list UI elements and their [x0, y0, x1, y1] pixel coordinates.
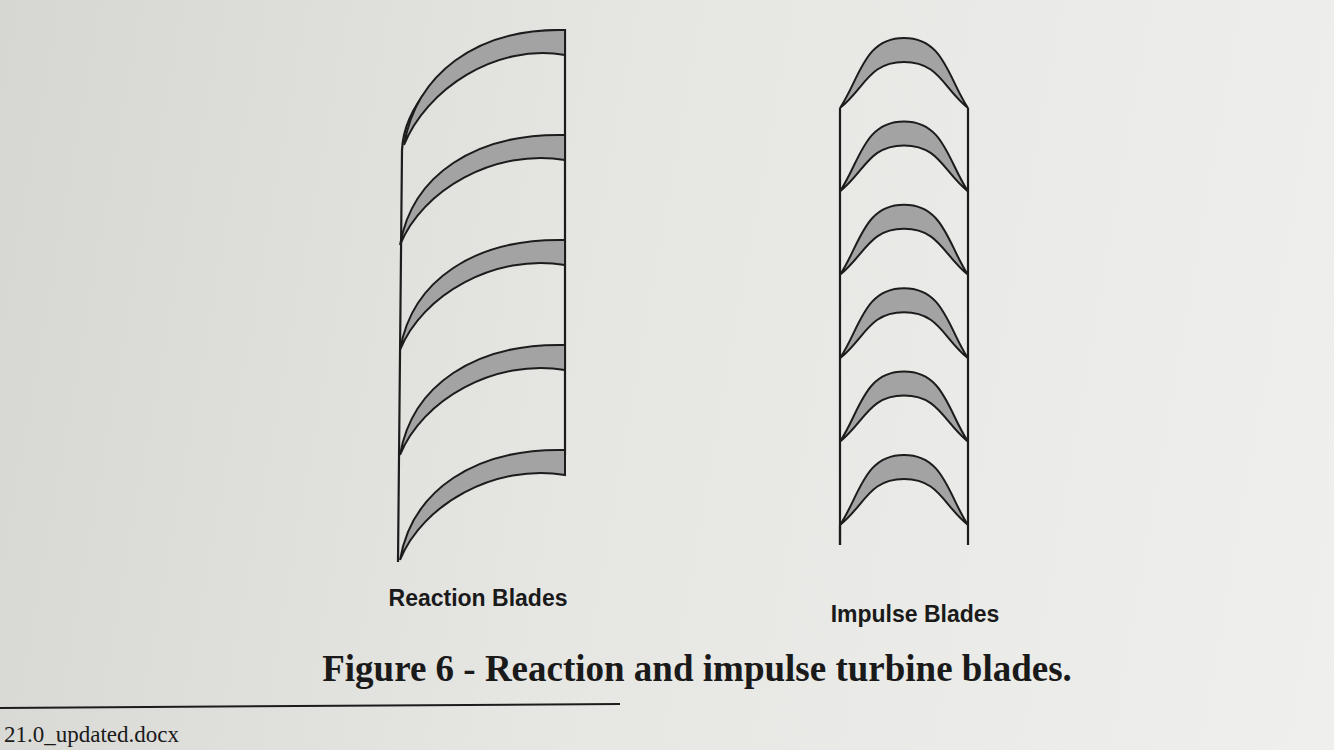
reaction-blade	[400, 135, 565, 245]
reaction-blade	[400, 450, 565, 560]
figure-caption: Figure 6 - Reaction and impulse turbine …	[322, 647, 1072, 690]
impulse-blade	[840, 38, 968, 108]
impulse-blade	[840, 288, 968, 358]
reaction-blade	[400, 345, 565, 455]
reaction-blade	[400, 240, 565, 350]
impulse-blade	[840, 455, 968, 525]
reaction-blades	[398, 30, 565, 562]
reaction-blade	[404, 30, 565, 145]
part-label: Impulse Blades	[831, 601, 1000, 628]
impulse-blade	[840, 121, 968, 191]
impulse-blade	[840, 205, 968, 275]
impulse-blade	[840, 372, 968, 442]
part-label: Reaction Blades	[389, 585, 568, 612]
footer-rule	[0, 704, 620, 708]
impulse-blades	[840, 38, 968, 545]
footer-filename: 21.0_updated.docx	[4, 722, 179, 748]
